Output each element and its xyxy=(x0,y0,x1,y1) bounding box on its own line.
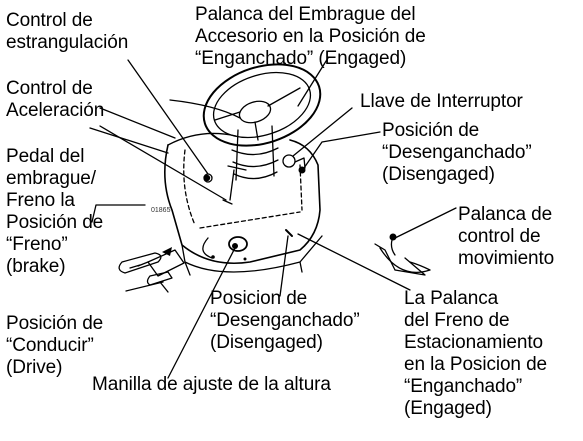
label-line: “Desenganchado” xyxy=(210,310,360,331)
label-line: Aceleración xyxy=(6,100,105,121)
drive-pedal-shape xyxy=(146,271,173,286)
motion-base xyxy=(379,247,431,274)
label-line: Accesorio en la Posición de xyxy=(195,26,426,47)
panel-edge-line-2 xyxy=(89,127,169,154)
leader-clutch-brake xyxy=(91,204,146,223)
label-line: Manilla de ajuste de la altura xyxy=(92,374,331,395)
motion-lever-knob xyxy=(389,233,397,241)
pedal-link xyxy=(159,281,169,293)
label-parking-brake: La Palanca del Freno de Estacionamiento … xyxy=(404,288,547,420)
label-line: Posición de xyxy=(6,313,104,334)
label-line: estrangulación xyxy=(6,32,129,53)
label-line: Palanca de xyxy=(458,204,553,225)
brake-pedal-shape xyxy=(118,252,162,274)
label-height-adjust-knob: Manilla de ajuste de la altura xyxy=(92,374,331,396)
label-line: Control de xyxy=(6,78,93,99)
label-disengaged-right: Posición de “Desenganchado” (Disengaged) xyxy=(382,120,532,186)
label-line: (Disengaged) xyxy=(382,164,495,185)
label-line: (Drive) xyxy=(6,357,63,378)
label-line: “Enganchado” xyxy=(404,376,523,397)
label-line: La Palanca xyxy=(404,288,499,309)
label-attachment-clutch: Palanca del Embrague del Accesorio en la… xyxy=(195,4,426,70)
height-knob-dot xyxy=(232,243,238,249)
figure-code: 01865 xyxy=(151,207,171,214)
leader-attachment-clutch xyxy=(297,57,329,107)
accel-lever xyxy=(222,199,233,205)
label-drive-position: Posición de “Conducir” (Drive) xyxy=(6,313,103,379)
leader-disengaged-center xyxy=(279,235,289,297)
steering-wheel-inner xyxy=(212,71,312,139)
label-clutch-brake-pedal: Pedal del embrague/ Freno la Posición de… xyxy=(6,146,103,278)
label-line: “Conducir” xyxy=(6,335,94,356)
leader-key-switch xyxy=(292,107,353,157)
label-line: control de xyxy=(458,226,541,247)
parking-brake-shape xyxy=(285,229,293,237)
label-line: (Disengaged) xyxy=(210,332,323,353)
console-top xyxy=(167,132,237,146)
label-line: (Engaged) xyxy=(404,398,492,419)
height-knob-shape xyxy=(228,236,248,252)
label-line: “Enganchado” (Engaged) xyxy=(195,48,407,69)
leader-height-knob xyxy=(167,245,237,379)
lower-skirt xyxy=(184,261,303,276)
motion-slot xyxy=(374,243,396,271)
label-line: Palanca del Embrague del xyxy=(195,4,416,25)
arrow-head xyxy=(162,247,172,256)
leader-acceleration xyxy=(99,125,227,201)
label-line: (brake) xyxy=(6,256,66,277)
steering-wheel xyxy=(202,63,322,147)
key-lever xyxy=(294,157,306,169)
label-line: embrague/ xyxy=(6,168,96,189)
label-line: Posición de xyxy=(6,212,104,233)
throttle-knob-dot xyxy=(203,174,211,182)
label-key-switch: Llave de Interruptor xyxy=(360,91,523,113)
hood-top-line xyxy=(169,99,241,119)
label-line: “Desenganchado” xyxy=(382,142,532,163)
label-line: del Freno de xyxy=(404,310,510,331)
label-throttle-control: Control de estrangulación xyxy=(6,10,128,54)
console-seam-2 xyxy=(199,211,301,229)
label-line: Pedal del xyxy=(6,146,85,167)
leader-parking-brake xyxy=(297,233,411,291)
label-line: Posición de xyxy=(382,120,480,141)
column-boot xyxy=(231,147,279,180)
motion-plate xyxy=(394,257,426,276)
small-bolt-2 xyxy=(243,257,247,261)
leader-motion-control xyxy=(394,207,457,239)
small-bolt xyxy=(211,255,215,259)
console-seam xyxy=(183,149,196,226)
lower-body xyxy=(181,235,323,273)
console-body xyxy=(164,139,321,265)
label-acceleration-control: Control de Aceleración xyxy=(6,78,104,122)
label-line: Freno la xyxy=(6,190,75,211)
label-line: “Freno” xyxy=(6,234,68,255)
steering-spokes xyxy=(214,87,301,141)
wheel-arch xyxy=(202,237,213,259)
motion-lever-shape xyxy=(390,239,396,256)
panel-edge-line xyxy=(99,107,176,139)
leader-throttle xyxy=(127,59,209,175)
key-switch xyxy=(282,154,296,168)
label-disengaged-center: Posicion de “Desenganchado” (Disengaged) xyxy=(210,288,360,354)
label-line: movimiento xyxy=(458,248,555,269)
label-line: Posicion de xyxy=(210,288,308,309)
label-motion-control-lever: Palanca de control de movimiento xyxy=(458,204,554,270)
label-line: Estacionamiento xyxy=(404,332,543,353)
label-line: Control de xyxy=(6,10,93,31)
label-line: en la Posicion de xyxy=(404,354,548,375)
dash-detail xyxy=(227,165,247,201)
steering-hub xyxy=(238,100,272,124)
disengaged-dot xyxy=(298,166,306,174)
leader-drive xyxy=(125,281,164,292)
pedal-grip xyxy=(129,261,149,269)
label-line: Llave de Interruptor xyxy=(360,91,523,112)
leader-disengaged-right xyxy=(303,131,381,169)
